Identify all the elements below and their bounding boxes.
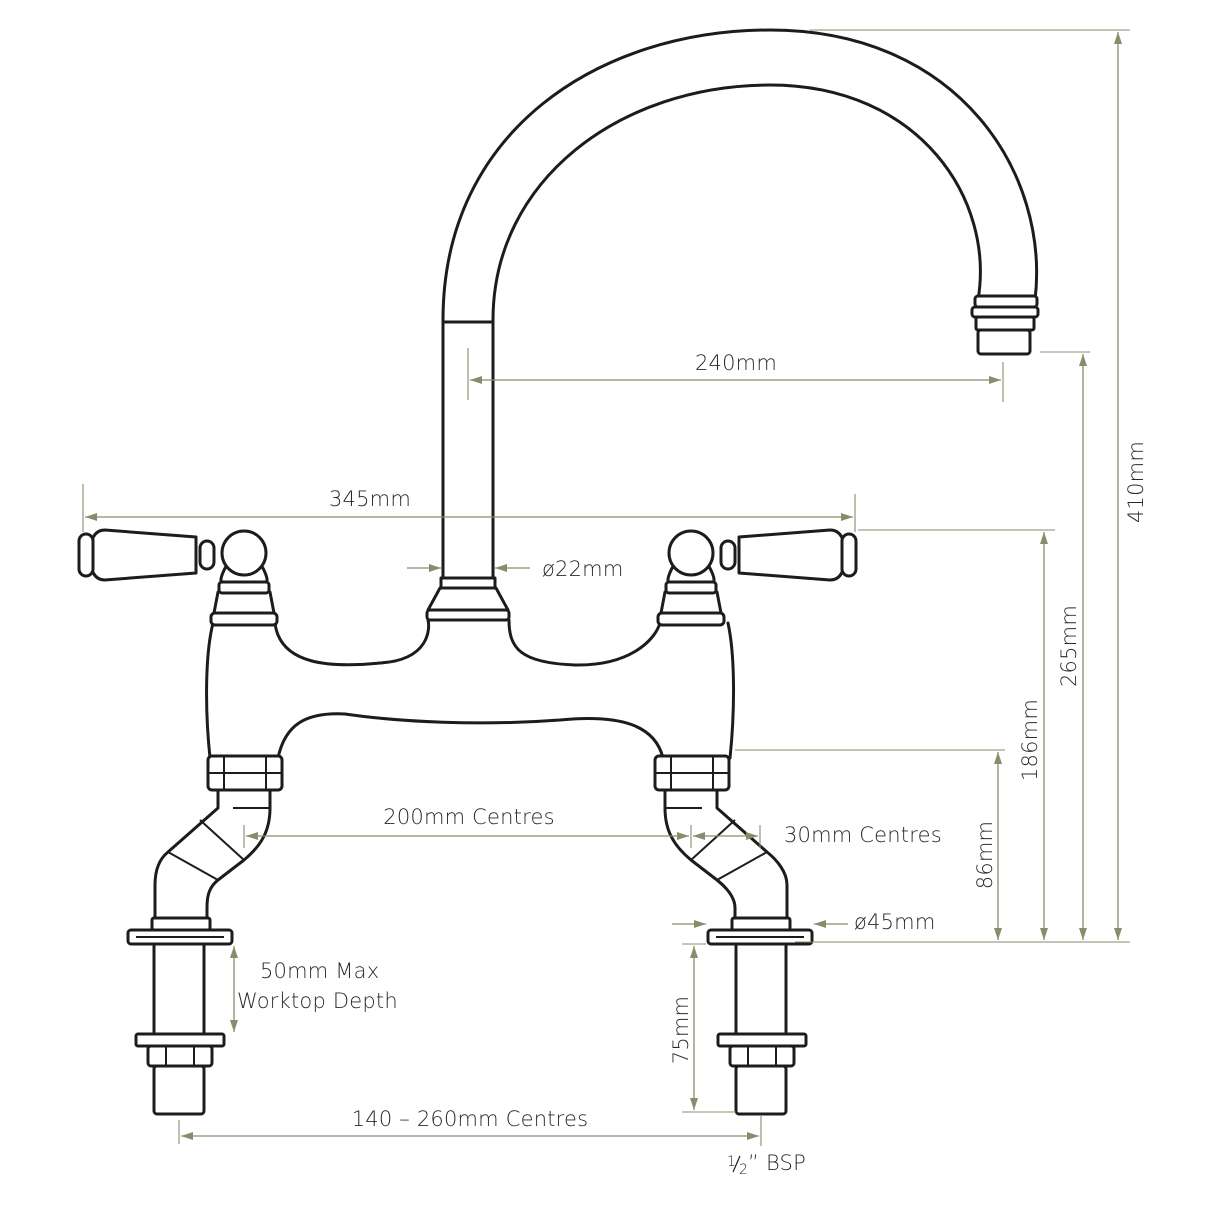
dimension-labels: 410mm 265mm 186mm 86mm 240mm 345mm ø22mm…: [237, 351, 1148, 1178]
spout-collar: [425, 576, 511, 622]
left-union-nut: [206, 754, 284, 792]
label-240mm: 240mm: [695, 351, 777, 375]
label-265mm: 265mm: [1057, 605, 1081, 687]
label-45mm: ø45mm: [854, 910, 935, 934]
label-200mm-centres: 200mm Centres: [383, 805, 554, 829]
dim-45: [672, 920, 848, 928]
dim-worktop: [230, 946, 238, 1032]
dim-240: [467, 348, 1004, 402]
bridge-body: [205, 618, 736, 760]
label-bsp: 1 2 ” BSP: [727, 1151, 806, 1178]
label-75mm: 75mm: [669, 996, 693, 1064]
label-410mm: 410mm: [1124, 441, 1148, 523]
dim-200-centres: [243, 825, 692, 848]
dim-410: [795, 29, 1130, 943]
label-30mm-centres: 30mm Centres: [784, 823, 942, 847]
dimension-lines: [82, 29, 1130, 1146]
left-flange-shank: [126, 916, 234, 1116]
dim-86: [735, 749, 1005, 940]
bsp-fraction-denominator: 2: [739, 1162, 748, 1178]
right-valve-head: [656, 528, 858, 627]
left-valve-head: [77, 528, 279, 627]
bsp-fraction-numerator: 1: [727, 1154, 736, 1170]
tap-drawing: [77, 28, 1040, 1116]
spout: [441, 28, 1040, 580]
right-flange-shank: [706, 916, 814, 1116]
dim-265: [1040, 351, 1090, 940]
dim-345: [82, 484, 856, 532]
dim-30-centres: [693, 825, 761, 848]
dim-22: [407, 564, 530, 572]
dim-186: [858, 529, 1055, 940]
left-offset-elbow: [153, 788, 272, 920]
label-worktop-line2: Worktop Depth: [237, 989, 398, 1013]
label-140-260mm-centres: 140 – 260mm Centres: [352, 1107, 589, 1131]
label-22mm: ø22mm: [542, 557, 623, 581]
label-86mm: 86mm: [973, 821, 997, 889]
label-345mm: 345mm: [329, 487, 411, 511]
bsp-suffix: ” BSP: [748, 1151, 806, 1175]
right-union-nut: [653, 754, 731, 792]
label-worktop-line1: 50mm Max: [260, 959, 379, 983]
dim-75: [682, 943, 736, 1113]
dim-140-260-centres: [178, 1116, 762, 1146]
right-offset-elbow: [663, 788, 789, 920]
label-186mm: 186mm: [1018, 699, 1042, 781]
